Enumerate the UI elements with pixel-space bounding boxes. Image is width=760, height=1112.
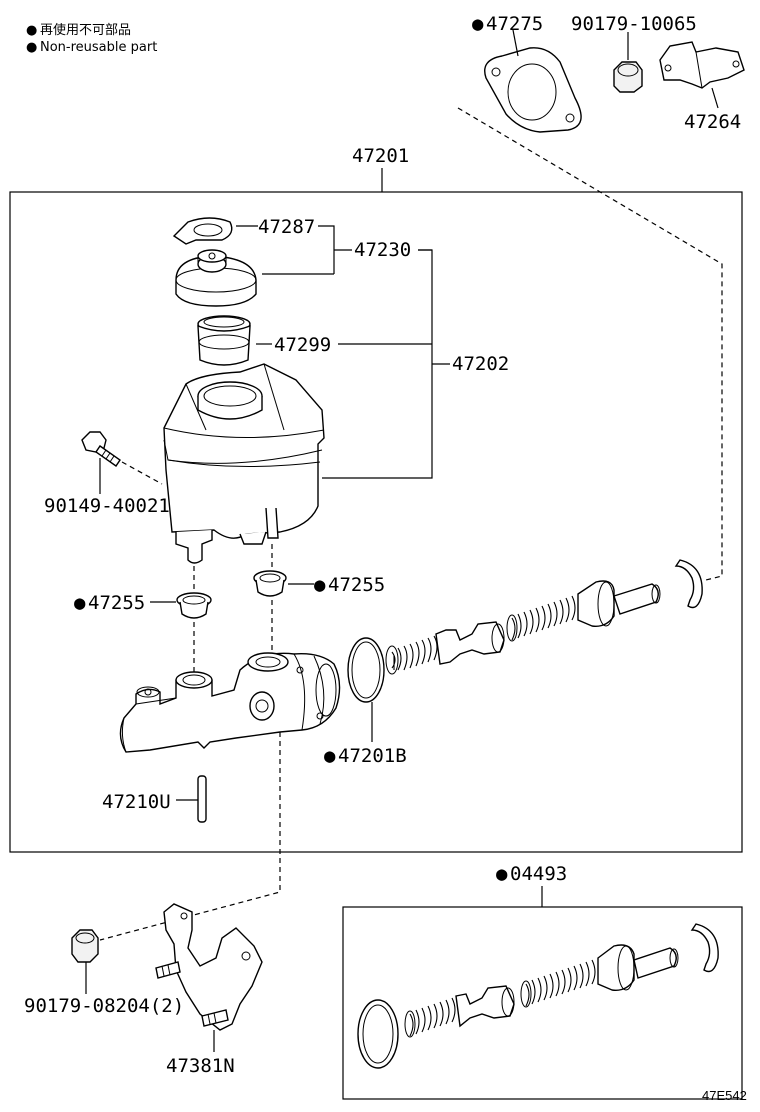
pin-47210u xyxy=(197,775,207,823)
assembly-47201-frame xyxy=(9,191,743,853)
label-47287: 47287 xyxy=(258,216,315,238)
bullet-47201b: ● xyxy=(324,745,336,767)
label-90179-08204: 90179-08204(2) xyxy=(24,995,184,1017)
primary-spring xyxy=(506,595,576,642)
legend-bullet-1: ● xyxy=(26,23,37,38)
label-90179-10065: 90179-10065 xyxy=(571,13,697,35)
kit-piston-assembly xyxy=(357,923,719,1069)
nut-90179-08204 xyxy=(71,929,99,963)
kit-primary-spring xyxy=(520,959,596,1008)
label-47201: 47201 xyxy=(352,145,409,167)
diagram-code: 47E542 xyxy=(702,1088,747,1103)
secondary-spring xyxy=(385,635,438,675)
label-47201b: 47201B xyxy=(338,745,407,767)
label-47264: 47264 xyxy=(684,111,741,133)
kit-04493-frame xyxy=(342,906,743,1100)
grommet-47255-left xyxy=(176,592,212,619)
legend: ● 再使用不可部品 ● Non-reusable part xyxy=(26,22,157,55)
bracket-47264 xyxy=(659,41,745,89)
label-47381n: 47381N xyxy=(166,1055,235,1077)
bullet-47275: ● xyxy=(472,13,484,35)
nut-90179-10065 xyxy=(613,61,643,93)
master-cylinder-body xyxy=(119,652,341,753)
label-47202: 47202 xyxy=(452,353,509,375)
bracket-47381n xyxy=(155,903,263,1031)
gasket-47275 xyxy=(484,47,582,133)
bullet-47255-left: ● xyxy=(74,592,86,614)
legend-english: Non-reusable part xyxy=(40,40,157,55)
legend-japanese: 再使用不可部品 xyxy=(40,22,131,38)
bullet-47255-right: ● xyxy=(314,574,326,596)
label-04493: 04493 xyxy=(510,863,567,885)
reservoir-cap xyxy=(175,249,257,307)
label-47255-left: 47255 xyxy=(88,592,145,614)
label-90149-40021: 90149-40021 xyxy=(44,495,170,517)
reservoir-tank xyxy=(163,363,325,564)
legend-bullet-2: ● xyxy=(26,40,37,55)
grommet-47255-right xyxy=(253,570,287,597)
piston-assembly xyxy=(385,580,661,675)
snap-ring-upper xyxy=(674,559,703,609)
kit-secondary-spring xyxy=(404,997,456,1038)
label-47255-right: 47255 xyxy=(328,574,385,596)
label-47230: 47230 xyxy=(354,239,411,261)
label-47275: 47275 xyxy=(486,13,543,35)
label-47210u: 47210U xyxy=(102,791,171,813)
bolt-90149-40021 xyxy=(81,431,121,467)
strainer-47299 xyxy=(197,315,251,366)
label-47299: 47299 xyxy=(274,334,331,356)
o-ring-47201b xyxy=(347,637,385,703)
clip-47287 xyxy=(172,217,233,245)
bullet-04493: ● xyxy=(496,863,508,885)
